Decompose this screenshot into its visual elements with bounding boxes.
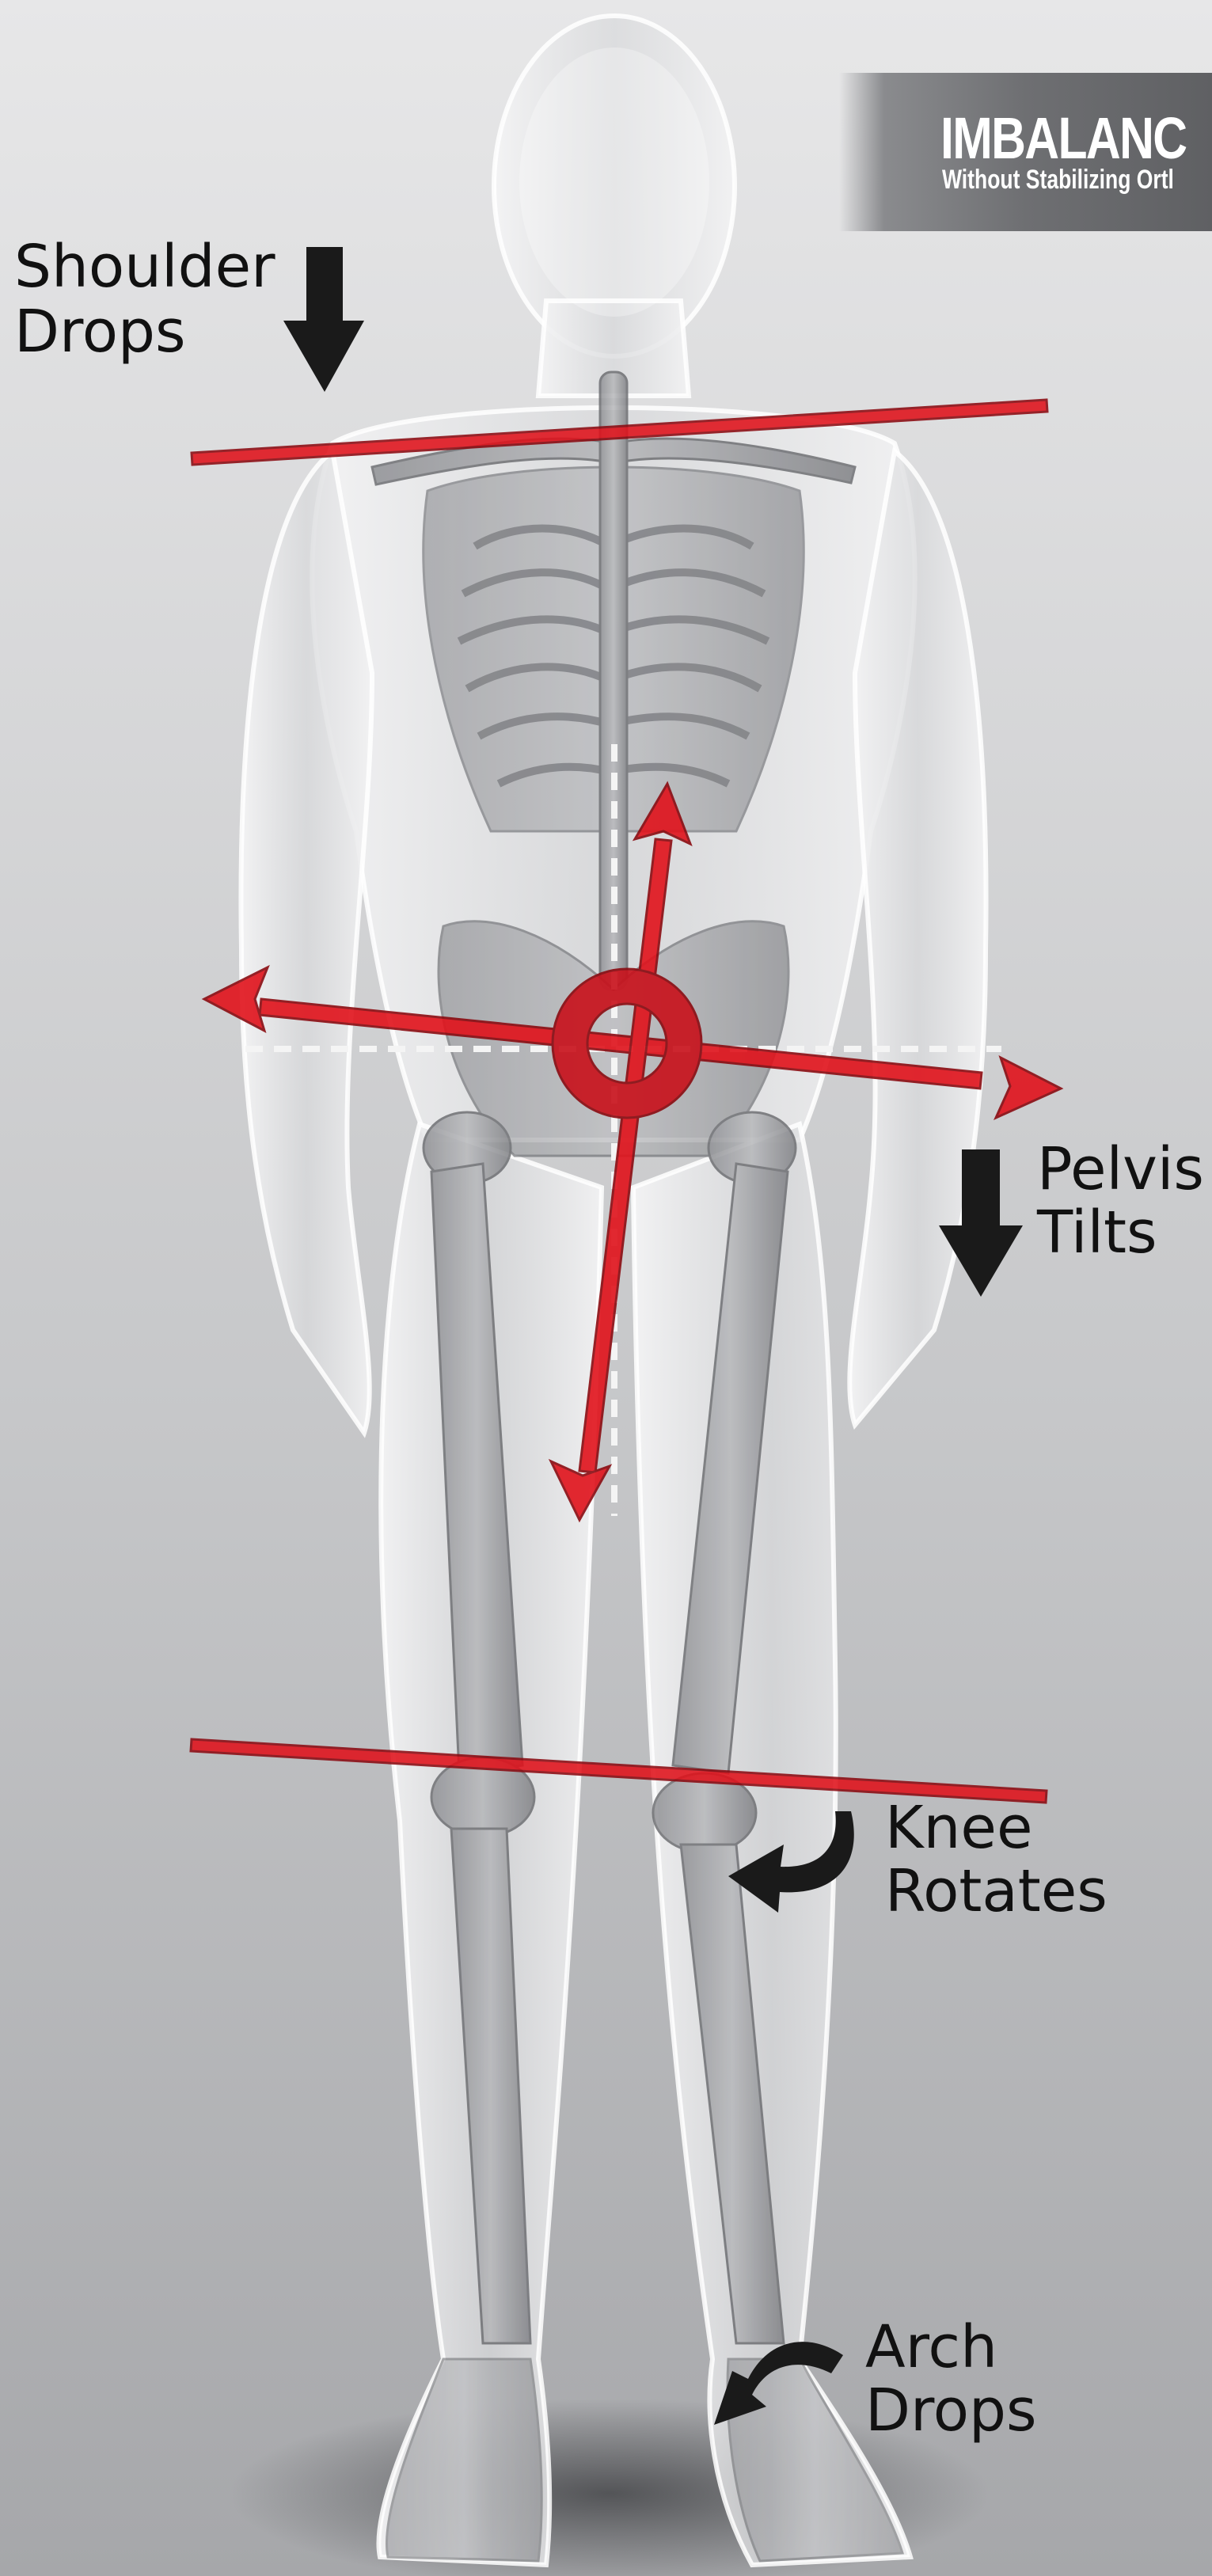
title-banner: IMBALANC Without Stabilizing Ortl bbox=[839, 73, 1212, 231]
title-subtitle: Without Stabilizing Ortl bbox=[942, 165, 1174, 196]
knee-label-line2: Rotates bbox=[885, 1862, 1108, 1921]
title-main: IMBALANC bbox=[940, 104, 1186, 172]
knee-label-line1: Knee bbox=[885, 1799, 1032, 1857]
arch-label-line2: Drops bbox=[865, 2381, 1037, 2440]
arch-label-line1: Arch bbox=[865, 2318, 997, 2377]
skull bbox=[519, 47, 709, 317]
pelvis-label-line1: Pelvis bbox=[1037, 1140, 1204, 1199]
shoulder-label-line2: Drops bbox=[14, 302, 186, 361]
shoulder-label-line1: Shoulder bbox=[14, 237, 275, 296]
pelvis-label-line2: Tilts bbox=[1037, 1203, 1157, 1262]
